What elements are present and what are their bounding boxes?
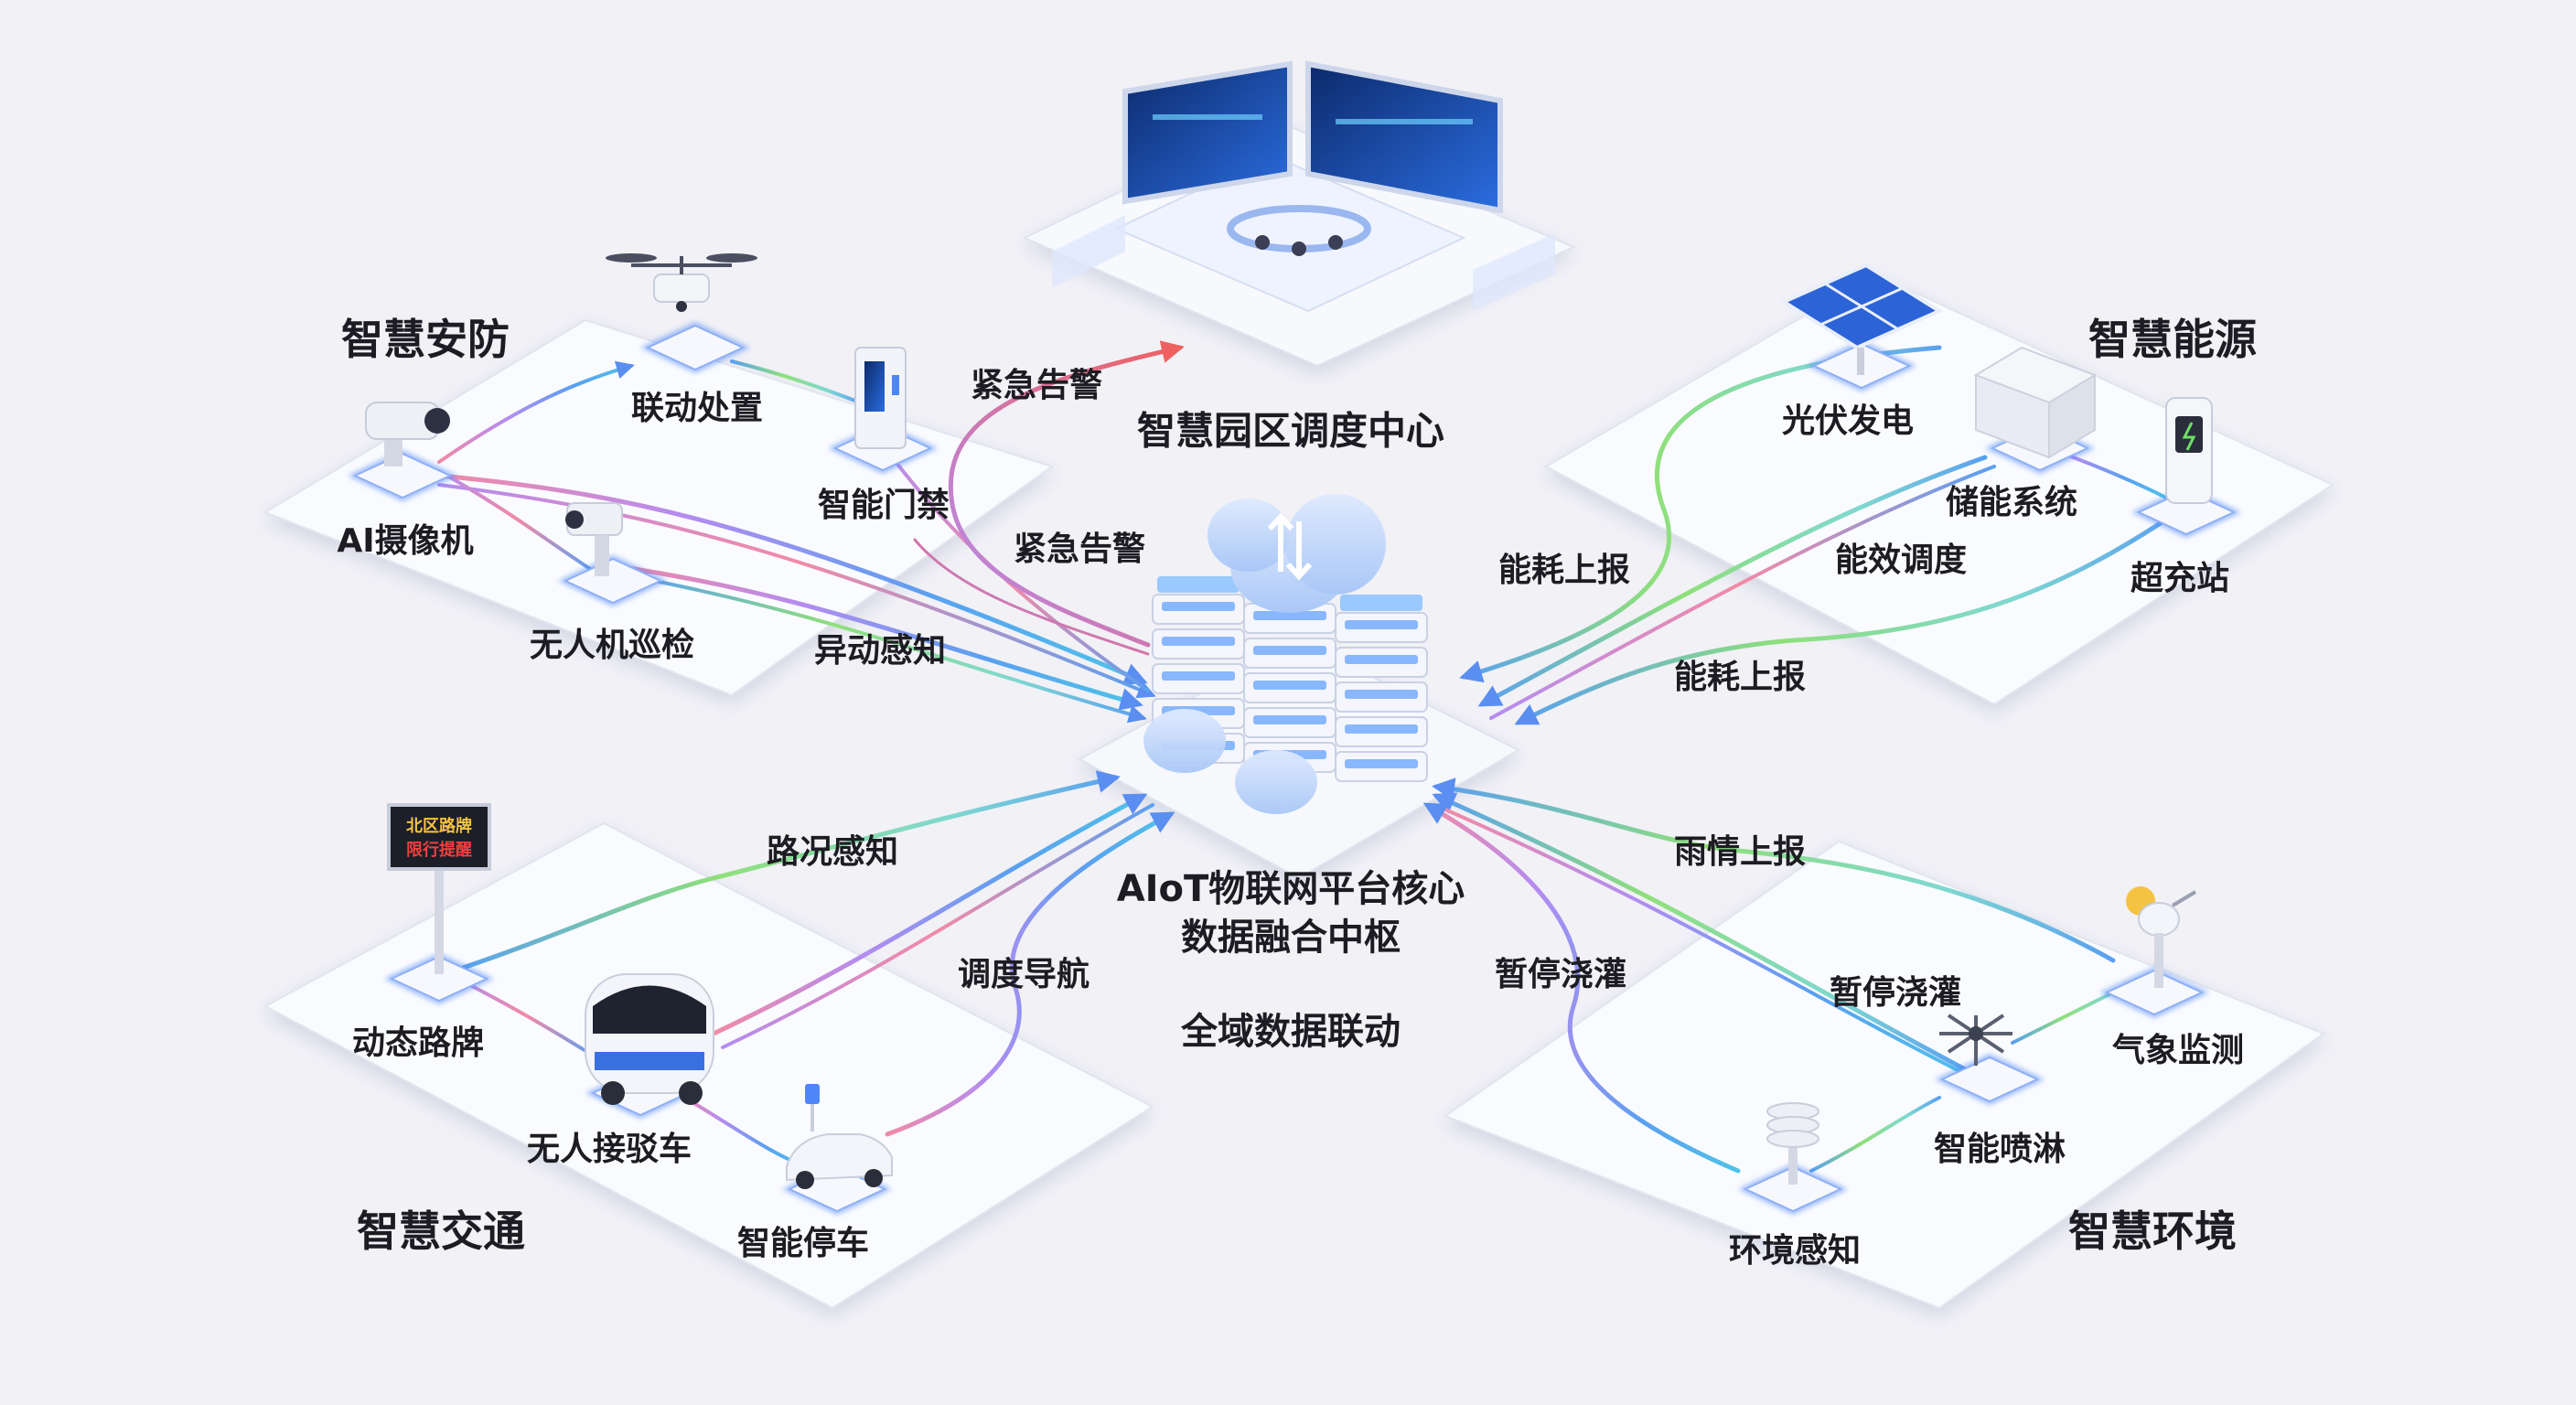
server-top-glow (1340, 595, 1422, 611)
flow-label-energy-report-2: 能耗上报 (1673, 659, 1807, 696)
device-label-sign: 动态路牌 (351, 1024, 485, 1062)
device-label-drone: 无人机巡检 (529, 627, 695, 664)
sprinkler-icon (1939, 1014, 2012, 1066)
device-label-charger: 超充站 (2130, 560, 2230, 597)
command-center-icon (1052, 60, 1555, 313)
flow-label-efficiency: 能效调度 (1834, 542, 1968, 579)
server-light (1345, 759, 1418, 768)
hub-title: AIoT物联网平台核心 (1116, 868, 1465, 910)
flow-label-pause-2: 暂停浇灌 (1829, 974, 1962, 1012)
flow-label-road: 路况感知 (766, 833, 899, 871)
server-light (1253, 681, 1326, 690)
weather-station-icon (2126, 886, 2197, 988)
server-light (1162, 637, 1235, 646)
device-pad-top (1939, 1056, 2040, 1103)
device-label-env-sensor: 环境感知 (1728, 1232, 1862, 1270)
device-label-storage: 储能系统 (1945, 484, 2078, 521)
zone-title-environment: 智慧环境 (2068, 1207, 2237, 1256)
server-light (1345, 655, 1418, 664)
command-center-label: 智慧园区调度中心 (1136, 408, 1445, 454)
device-label-pv: 光伏发电 (1781, 402, 1915, 440)
server-light (1345, 690, 1418, 699)
charger-icon (2165, 397, 2213, 504)
road-sign-text-line1: 北区路牌 (406, 817, 472, 836)
device-label-access: 智能门禁 (817, 487, 950, 524)
flow-label-pause-1: 暂停浇灌 (1494, 956, 1627, 993)
zone-title-traffic: 智慧交通 (357, 1207, 525, 1256)
device-label-weather: 气象监测 (2111, 1032, 2245, 1069)
platform-environment (1443, 840, 2326, 1310)
device-pad-top (645, 324, 746, 371)
device-label-sprinkler: 智能喷淋 (1933, 1131, 2066, 1168)
flow-label-rain: 雨情上报 (1673, 833, 1807, 871)
server-light (1253, 611, 1326, 620)
flow-label-alarm-mid: 紧急告警 (1013, 531, 1146, 568)
solar-panel-icon (1779, 263, 1944, 375)
flow-label-alarm-top: 紧急告警 (970, 367, 1103, 404)
device-pad-top (2104, 969, 2205, 1016)
access-gate-icon (854, 347, 907, 449)
server-light (1345, 724, 1418, 734)
cloud-icon (1143, 494, 1386, 814)
device-pad-top (389, 955, 489, 1003)
sensor-icon (1766, 1102, 1819, 1185)
server-light (1345, 620, 1418, 629)
zone-title-energy: 智慧能源 (2088, 315, 2257, 364)
device-label-shuttle: 无人接驳车 (526, 1131, 692, 1168)
road-sign-text-line2: 限行提醒 (406, 841, 472, 860)
flow-label-anomaly: 异动感知 (813, 632, 947, 670)
server-light (1253, 646, 1326, 655)
device-pad-top (1743, 1165, 1843, 1213)
hub-caption: 全域数据联动 (1181, 1011, 1401, 1053)
hub-subtitle: 数据融合中枢 (1181, 917, 1401, 959)
server-light (1253, 715, 1326, 724)
cctv-camera-icon (365, 402, 623, 576)
server-top-glow (1157, 576, 1240, 593)
device-label-parking: 智能停车 (736, 1225, 870, 1262)
car-icon (786, 1084, 893, 1189)
data-flows (436, 340, 2180, 1174)
road-sign-icon (387, 803, 491, 974)
device-label-ai-camera: AI摄像机 (337, 522, 474, 560)
server-light (1162, 602, 1235, 611)
device-label-linkage: 联动处置 (630, 390, 764, 427)
shuttle-bus-icon (585, 973, 714, 1105)
zone-title-security: 智慧安防 (341, 315, 510, 364)
battery-cabinet-icon (1973, 346, 2098, 459)
flow-label-navigation: 调度导航 (957, 956, 1090, 993)
drone-icon (606, 253, 757, 312)
server-light (1162, 671, 1235, 681)
flow-label-energy-report-1: 能耗上报 (1497, 552, 1631, 589)
